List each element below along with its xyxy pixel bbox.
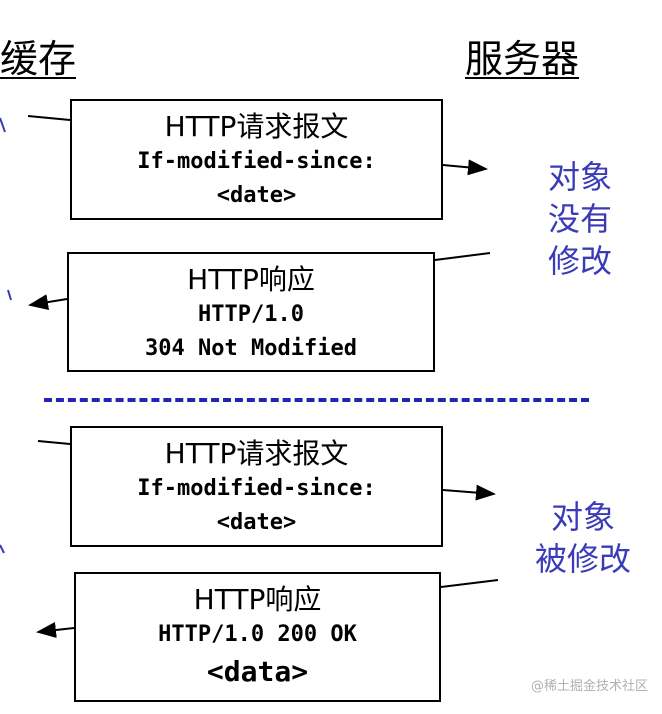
response1-incoming-line — [434, 252, 491, 261]
response1-arrow — [28, 294, 68, 311]
response1-status: 304 Not Modified — [145, 336, 357, 361]
cache-header: 缓存 — [0, 37, 77, 81]
note-not-modified: 对象 没有 修改 — [540, 156, 620, 282]
http-response-box-1: HTTP响应 HTTP/1.0 304 Not Modified — [67, 252, 435, 372]
request2-header-value: <date> — [216, 510, 297, 535]
left-edge-fragment-3 — [0, 544, 5, 554]
request1-header-value: <date> — [216, 183, 297, 208]
response2-status-line: HTTP/1.0 200 OK — [158, 622, 357, 647]
response1-version: HTTP/1.0 — [198, 302, 304, 327]
response1-title: HTTP响应 — [187, 263, 315, 296]
request2-header-name: If-modified-since: — [137, 476, 376, 501]
left-edge-fragment-1 — [0, 117, 6, 133]
http-request-box-2: HTTP请求报文 If-modified-since: <date> — [70, 426, 443, 547]
server-header: 服务器 — [465, 37, 580, 81]
response2-incoming-line — [440, 579, 499, 588]
response2-title: HTTP响应 — [193, 583, 322, 616]
note1-line2: 没有 — [547, 200, 612, 238]
note2-line1: 对象 — [550, 498, 615, 536]
section-divider — [44, 398, 589, 402]
request1-arrow — [442, 159, 488, 176]
request1-header-name: If-modified-since: — [137, 149, 376, 174]
note-modified: 对象 被修改 — [525, 496, 641, 580]
request2-title: HTTP请求报文 — [164, 437, 349, 470]
note2-line2: 被修改 — [534, 540, 631, 578]
note1-line3: 修改 — [547, 242, 612, 280]
note1-line1: 对象 — [547, 158, 612, 196]
watermark: @稀土掘金技术社区 — [530, 679, 648, 694]
http-response-box-2: HTTP响应 HTTP/1.0 200 OK <data> — [74, 572, 441, 702]
request2-incoming-line — [37, 440, 71, 445]
left-edge-fragment-2 — [7, 289, 12, 301]
response2-body: <data> — [206, 655, 309, 688]
response2-arrow — [36, 622, 75, 638]
request1-incoming-line — [27, 115, 71, 121]
request2-arrow — [442, 484, 496, 501]
request1-title: HTTP请求报文 — [164, 110, 349, 143]
http-request-box-1: HTTP请求报文 If-modified-since: <date> — [70, 99, 443, 220]
